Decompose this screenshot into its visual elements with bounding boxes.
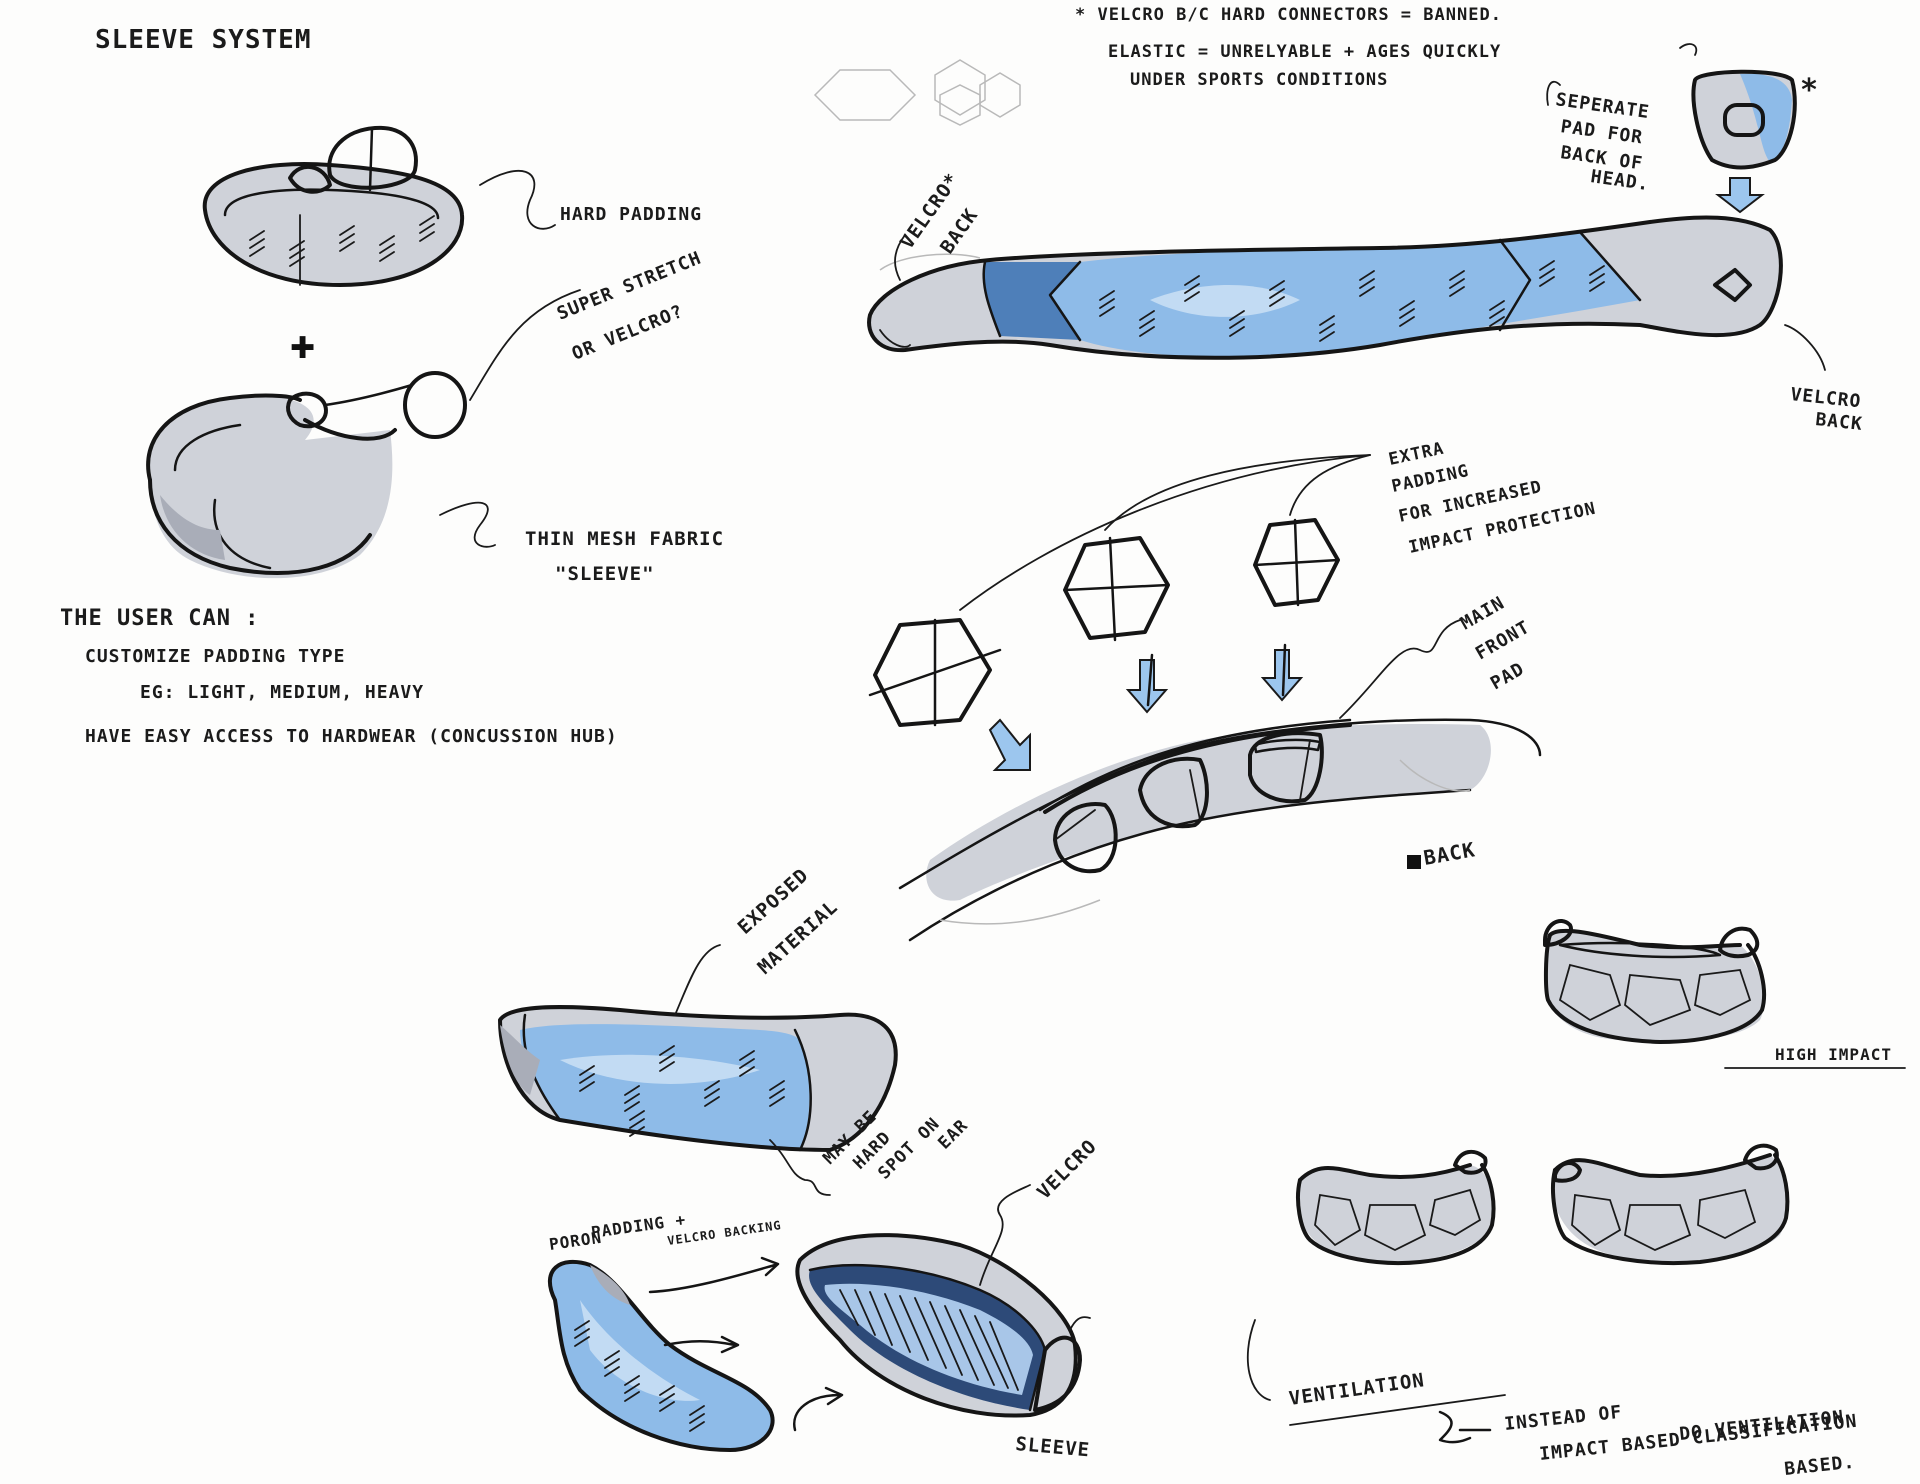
label-velcro-back-left-2: BACK [936, 204, 983, 257]
leader-line [1679, 43, 1698, 56]
ventilation-ring-left [1296, 1149, 1496, 1266]
leader-line [1289, 454, 1371, 516]
leader-line [479, 169, 556, 230]
headband-top [867, 215, 1783, 360]
label-instead-of-1: INSTEAD OF [1503, 1402, 1623, 1435]
note-sports-conditions: UNDER SPORTS CONDITIONS [1130, 70, 1388, 90]
back-marker-icon [1407, 855, 1421, 869]
leader-line [959, 454, 1371, 611]
ventilation-ring-right [1551, 1143, 1790, 1265]
label-main-front-pad-1: MAIN [1457, 592, 1509, 634]
front-pad [498, 1005, 898, 1152]
label-sleeve: SLEEVE [1015, 1433, 1091, 1461]
user-can-heading: THE USER CAN : [60, 606, 259, 631]
mesh-sleeve-ring [146, 371, 467, 579]
arrow-icon [988, 718, 1031, 771]
label-may-be-4: EAR [934, 1116, 972, 1154]
divider [1289, 1394, 1506, 1426]
label-main-front-pad-3: PAD [1487, 658, 1528, 694]
note-elastic: ELASTIC = UNRELYABLE + AGES QUICKLY [1108, 42, 1501, 62]
label-instead-of-4: BASED. [1783, 1452, 1856, 1480]
side-view-pad [898, 718, 1542, 942]
leader-line [1546, 80, 1561, 106]
plus-icon: ✚ [290, 331, 315, 366]
label-thin-mesh-1: THIN MESH FABRIC [525, 528, 724, 550]
label-ventilation: VENTILATION [1288, 1369, 1427, 1410]
down-arrow-icon [1260, 649, 1304, 702]
note-velcro-banned: * VELCRO B/C HARD CONNECTORS = BANNED. [1075, 5, 1502, 25]
velcro-texture [839, 1289, 1019, 1391]
leader-line [1784, 324, 1826, 371]
arrow-stem [1146, 643, 1287, 707]
asterisk-icon: * [1800, 73, 1819, 108]
extra-padding-hexagons [868, 518, 1340, 727]
arrow-icon [1438, 1410, 1492, 1444]
hard-padding-ring [202, 125, 465, 287]
leader-line [1246, 1319, 1271, 1401]
label-hard-padding: HARD PADDING [560, 204, 702, 225]
arrow-icon [648, 1256, 780, 1294]
page-title: SLEEVE SYSTEM [95, 25, 312, 55]
user-can-item-3: HAVE EASY ACCESS TO HARDWEAR (CONCUSSION… [85, 726, 618, 747]
label-thin-mesh-2: "SLEEVE" [555, 563, 655, 585]
user-can-item-1: CUSTOMIZE PADDING TYPE [85, 646, 345, 667]
leader-line [1104, 454, 1371, 531]
leader-line [439, 501, 496, 548]
pencil-hexagons [813, 59, 1021, 126]
leader-line [769, 1139, 831, 1196]
back-of-head-pad [1691, 69, 1797, 170]
arrow-icon [663, 1335, 740, 1354]
leader-line [979, 1184, 1031, 1286]
label-high-impact: HIGH IMPACT [1775, 1045, 1892, 1064]
arrow-icon [792, 1386, 844, 1432]
label-extra-padding-1: EXTRA [1387, 439, 1446, 470]
label-velcro-back-right-1: VELCRO [1789, 384, 1862, 412]
label-back: BACK [1422, 837, 1478, 870]
leader-line [469, 289, 581, 401]
leader-line [674, 944, 721, 1016]
high-impact-ring [1543, 919, 1767, 1044]
poron-pad [548, 1259, 775, 1452]
down-arrow-icon [1125, 659, 1169, 714]
user-can-item-2: EG: LIGHT, MEDIUM, HEAVY [140, 682, 424, 703]
label-velcro: VELCRO [1033, 1135, 1101, 1203]
label-velcro-back-right-2: BACK [1814, 409, 1863, 435]
velcro-sleeve [795, 1233, 1091, 1418]
leader-line [894, 234, 906, 281]
leader-line [1339, 619, 1461, 719]
down-arrow-icon [1715, 177, 1765, 214]
